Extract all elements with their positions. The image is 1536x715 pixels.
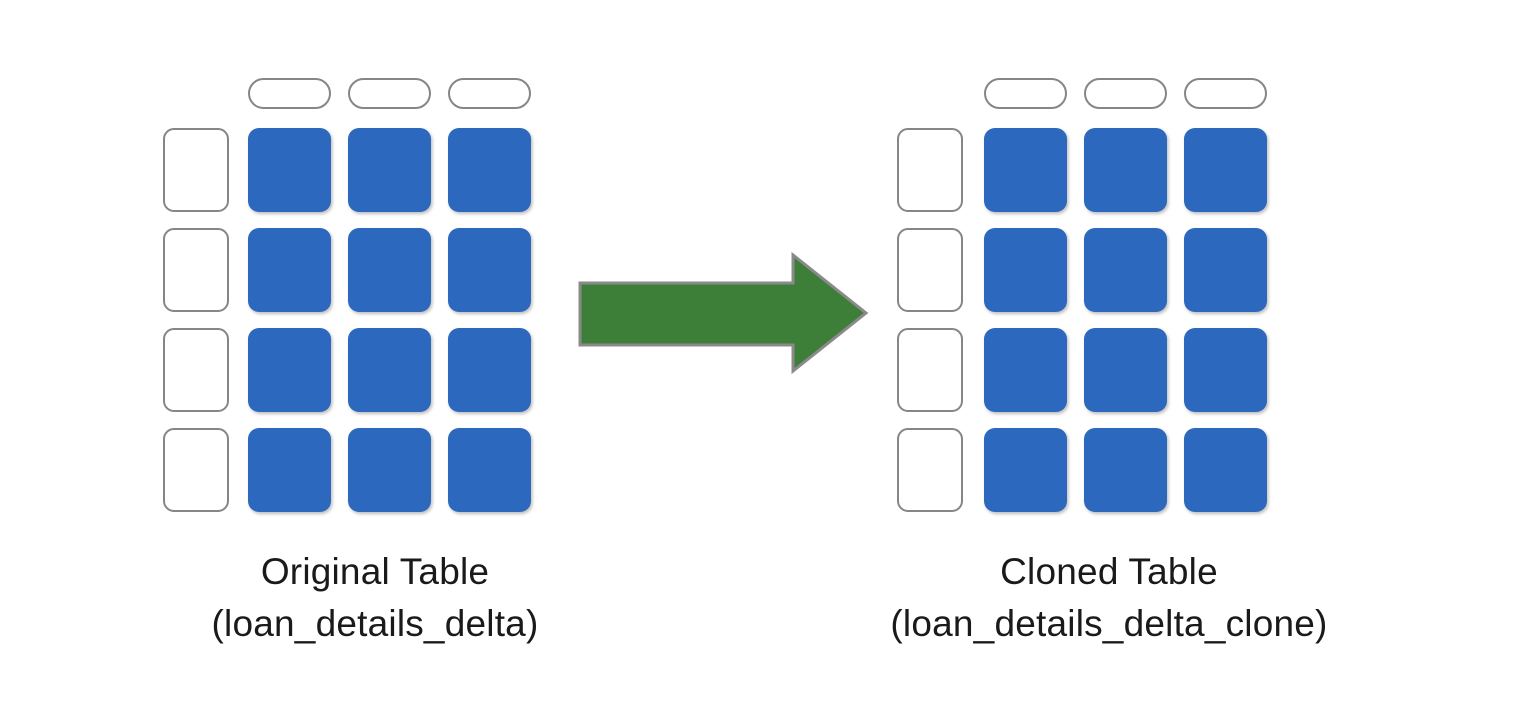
original-cell-r2c1[interactable] xyxy=(248,228,331,312)
cloned-cell-r3c2[interactable] xyxy=(1084,328,1167,412)
original-table-group: Original Table (loan_details_delta) xyxy=(140,0,610,715)
cloned-cell-r2c2[interactable] xyxy=(1084,228,1167,312)
original-cell-r3c3[interactable] xyxy=(448,328,531,412)
cloned-cell-r2c3[interactable] xyxy=(1184,228,1267,312)
cloned-table-caption: Cloned Table (loan_details_delta_clone) xyxy=(754,546,1464,650)
original-row-header-1[interactable] xyxy=(163,128,229,212)
cloned-cell-r1c2[interactable] xyxy=(1084,128,1167,212)
cloned-column-header-1[interactable] xyxy=(984,78,1067,109)
original-table-caption: Original Table (loan_details_delta) xyxy=(20,546,730,650)
cloned-cell-r4c3[interactable] xyxy=(1184,428,1267,512)
cloned-cell-r3c1[interactable] xyxy=(984,328,1067,412)
original-column-header-1[interactable] xyxy=(248,78,331,109)
original-cell-r1c1[interactable] xyxy=(248,128,331,212)
original-cell-r3c1[interactable] xyxy=(248,328,331,412)
cloned-cell-r4c1[interactable] xyxy=(984,428,1067,512)
cloned-table-grid xyxy=(874,0,1344,520)
original-table-caption-line1: Original Table xyxy=(260,551,490,592)
original-row-header-2[interactable] xyxy=(163,228,229,312)
cloned-column-header-2[interactable] xyxy=(1084,78,1167,109)
original-table-grid xyxy=(140,0,610,520)
cloned-cell-r4c2[interactable] xyxy=(1084,428,1167,512)
original-table-caption-line2: (loan_details_delta) xyxy=(211,603,539,644)
cloned-cell-r1c1[interactable] xyxy=(984,128,1067,212)
cloned-cell-r1c3[interactable] xyxy=(1184,128,1267,212)
original-cell-r4c3[interactable] xyxy=(448,428,531,512)
cloned-column-header-3[interactable] xyxy=(1184,78,1267,109)
original-row-header-4[interactable] xyxy=(163,428,229,512)
cloned-row-header-3[interactable] xyxy=(897,328,963,412)
original-cell-r4c1[interactable] xyxy=(248,428,331,512)
original-cell-r2c3[interactable] xyxy=(448,228,531,312)
original-row-header-3[interactable] xyxy=(163,328,229,412)
right-arrow-icon xyxy=(575,248,871,378)
cloned-cell-r3c3[interactable] xyxy=(1184,328,1267,412)
cloned-table-caption-line2: (loan_details_delta_clone) xyxy=(890,603,1328,644)
cloned-table-caption-line1: Cloned Table xyxy=(1000,551,1218,592)
cloned-cell-r2c1[interactable] xyxy=(984,228,1067,312)
cloned-table-group: Cloned Table (loan_details_delta_clone) xyxy=(874,0,1344,715)
original-cell-r2c2[interactable] xyxy=(348,228,431,312)
original-cell-r4c2[interactable] xyxy=(348,428,431,512)
original-column-header-3[interactable] xyxy=(448,78,531,109)
cloned-row-header-4[interactable] xyxy=(897,428,963,512)
original-cell-r1c2[interactable] xyxy=(348,128,431,212)
original-cell-r3c2[interactable] xyxy=(348,328,431,412)
cloned-row-header-2[interactable] xyxy=(897,228,963,312)
cloned-row-header-1[interactable] xyxy=(897,128,963,212)
original-column-header-2[interactable] xyxy=(348,78,431,109)
original-cell-r1c3[interactable] xyxy=(448,128,531,212)
